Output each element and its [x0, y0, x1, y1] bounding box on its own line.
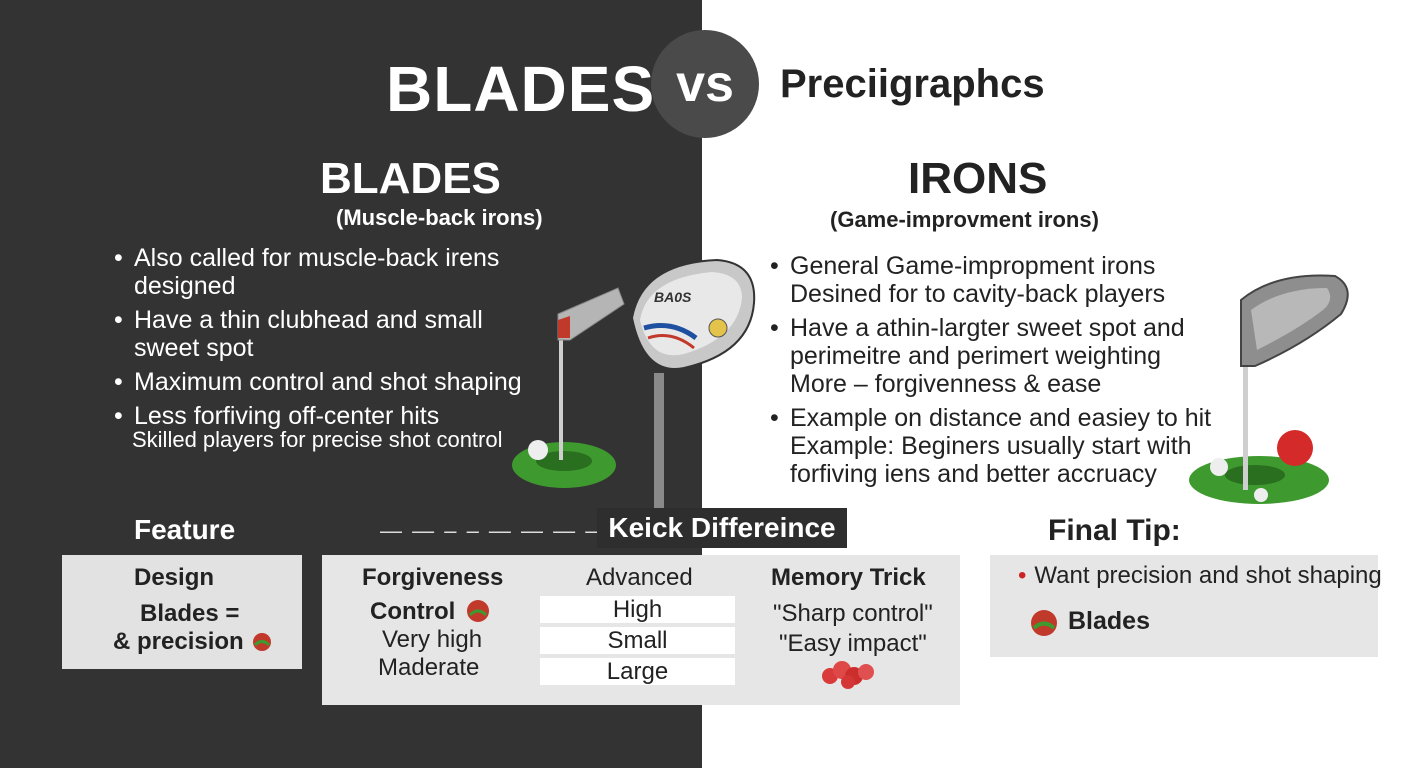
- irons-subtitle: (Game-improvment irons): [830, 207, 1099, 232]
- driver-illustration: BA0S: [630, 258, 756, 508]
- ball-icon: [1031, 610, 1057, 636]
- value-cell-large: Large: [540, 658, 735, 685]
- blades-bullet: Have a thin clubhead and small sweet spo…: [112, 306, 552, 362]
- value-cell-small: Small: [540, 627, 735, 654]
- irons-bullet: Have a athin-largter sweet spot and peri…: [768, 314, 1218, 398]
- irons-bullet: Example on distance and easiey to hit Ex…: [768, 404, 1218, 488]
- red-cluster-icon: [822, 661, 874, 689]
- feature-label: Feature: [134, 514, 236, 545]
- memory-trick-header: Memory Trick: [771, 564, 926, 591]
- iron-shaft: [559, 330, 563, 460]
- blades-extra-line: Skilled players for precise shot control: [132, 427, 503, 452]
- design-line-2: & precision: [113, 628, 272, 656]
- irons-bullet: General Game-impropment irons Desined fo…: [768, 252, 1218, 308]
- main-title-right: Preciigraphcs: [780, 62, 1045, 106]
- iron-shaft: [1243, 350, 1248, 490]
- driver-label: BA0S: [654, 289, 692, 305]
- blades-subtitle: (Muscle-back irons): [336, 205, 543, 230]
- maderate-value: Maderate: [378, 654, 480, 681]
- very-high-value: Very high: [382, 626, 483, 653]
- design-line-2-text: & precision: [113, 628, 244, 655]
- golf-ball-icon: [528, 440, 548, 460]
- ball-icon: [253, 633, 272, 651]
- cavity-iron-illustration: [1189, 274, 1349, 504]
- blades-bullet: Maximum control and shot shaping: [112, 368, 552, 396]
- final-tip-panel: [990, 555, 1378, 657]
- dash-divider: — — – – — — — — —: [380, 518, 642, 543]
- red-accent-icon: [1277, 430, 1313, 466]
- driver-shaft: [654, 373, 664, 508]
- control-label: Control: [370, 598, 490, 626]
- final-tip-bullet: • Want precision and shot shaping: [1018, 562, 1382, 590]
- final-tip-answer: Blades: [1068, 607, 1150, 635]
- irons-heading: IRONS: [908, 154, 1048, 203]
- blades-bullet: Less forfiving off-center hits: [112, 402, 552, 430]
- blades-heading: BLADES: [320, 154, 501, 203]
- quick-difference-heading: Keick Differeince: [597, 508, 847, 548]
- main-title-left: BLADES: [386, 53, 656, 125]
- design-line-1: Blades =: [140, 600, 240, 627]
- ball-icon: [466, 600, 489, 622]
- forgiveness-label: Forgiveness: [362, 564, 504, 591]
- sharp-control-text: "Sharp control": [773, 600, 933, 627]
- bullet-dot-icon: •: [1018, 562, 1027, 589]
- irons-bullet-list: General Game-impropment irons Desined fo…: [768, 252, 1218, 494]
- value-cell-high: High: [540, 596, 735, 623]
- advanced-header: Advanced: [586, 564, 693, 591]
- vs-badge: vs: [651, 30, 759, 138]
- final-tip-bullet-text: Want precision and shot shaping: [1034, 562, 1382, 589]
- golf-ball-icon: [1210, 458, 1228, 476]
- design-title: Design: [134, 564, 215, 591]
- blade-iron-illustration: [512, 287, 625, 488]
- easy-impact-text: "Easy impact": [779, 630, 927, 657]
- final-tip-label: Final Tip:: [1048, 514, 1181, 547]
- blades-bullet: Also called for muscle-back irens design…: [112, 244, 552, 300]
- control-label-text: Control: [370, 598, 456, 625]
- blades-bullet-list: Also called for muscle-back irens design…: [112, 244, 552, 460]
